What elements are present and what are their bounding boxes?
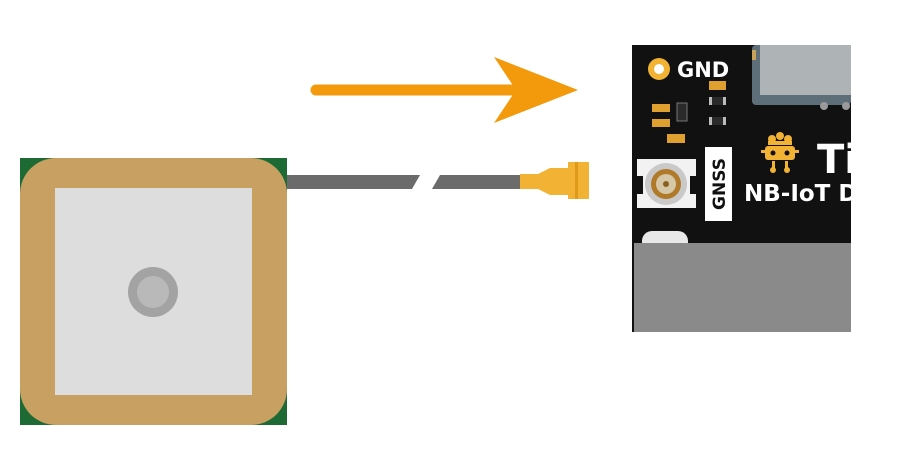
patch-antenna: [20, 158, 287, 425]
board-subtitle: NB-IoT D: [744, 181, 857, 207]
gnd-pad: [648, 58, 670, 80]
ufl-connector: [520, 162, 589, 199]
smd-components: [652, 81, 726, 143]
ipex-antenna-socket: [637, 159, 696, 208]
board-bottom-shield: [634, 231, 851, 332]
gnd-label: GND: [677, 58, 729, 82]
arrow-right-icon: [310, 57, 578, 123]
board-title: Ti: [817, 137, 858, 183]
nb-iot-board: GND GNSS: [632, 45, 858, 332]
antenna-cable: [284, 175, 522, 189]
robot-logo-icon: [761, 132, 799, 173]
gnss-label: GNSS: [710, 158, 730, 210]
